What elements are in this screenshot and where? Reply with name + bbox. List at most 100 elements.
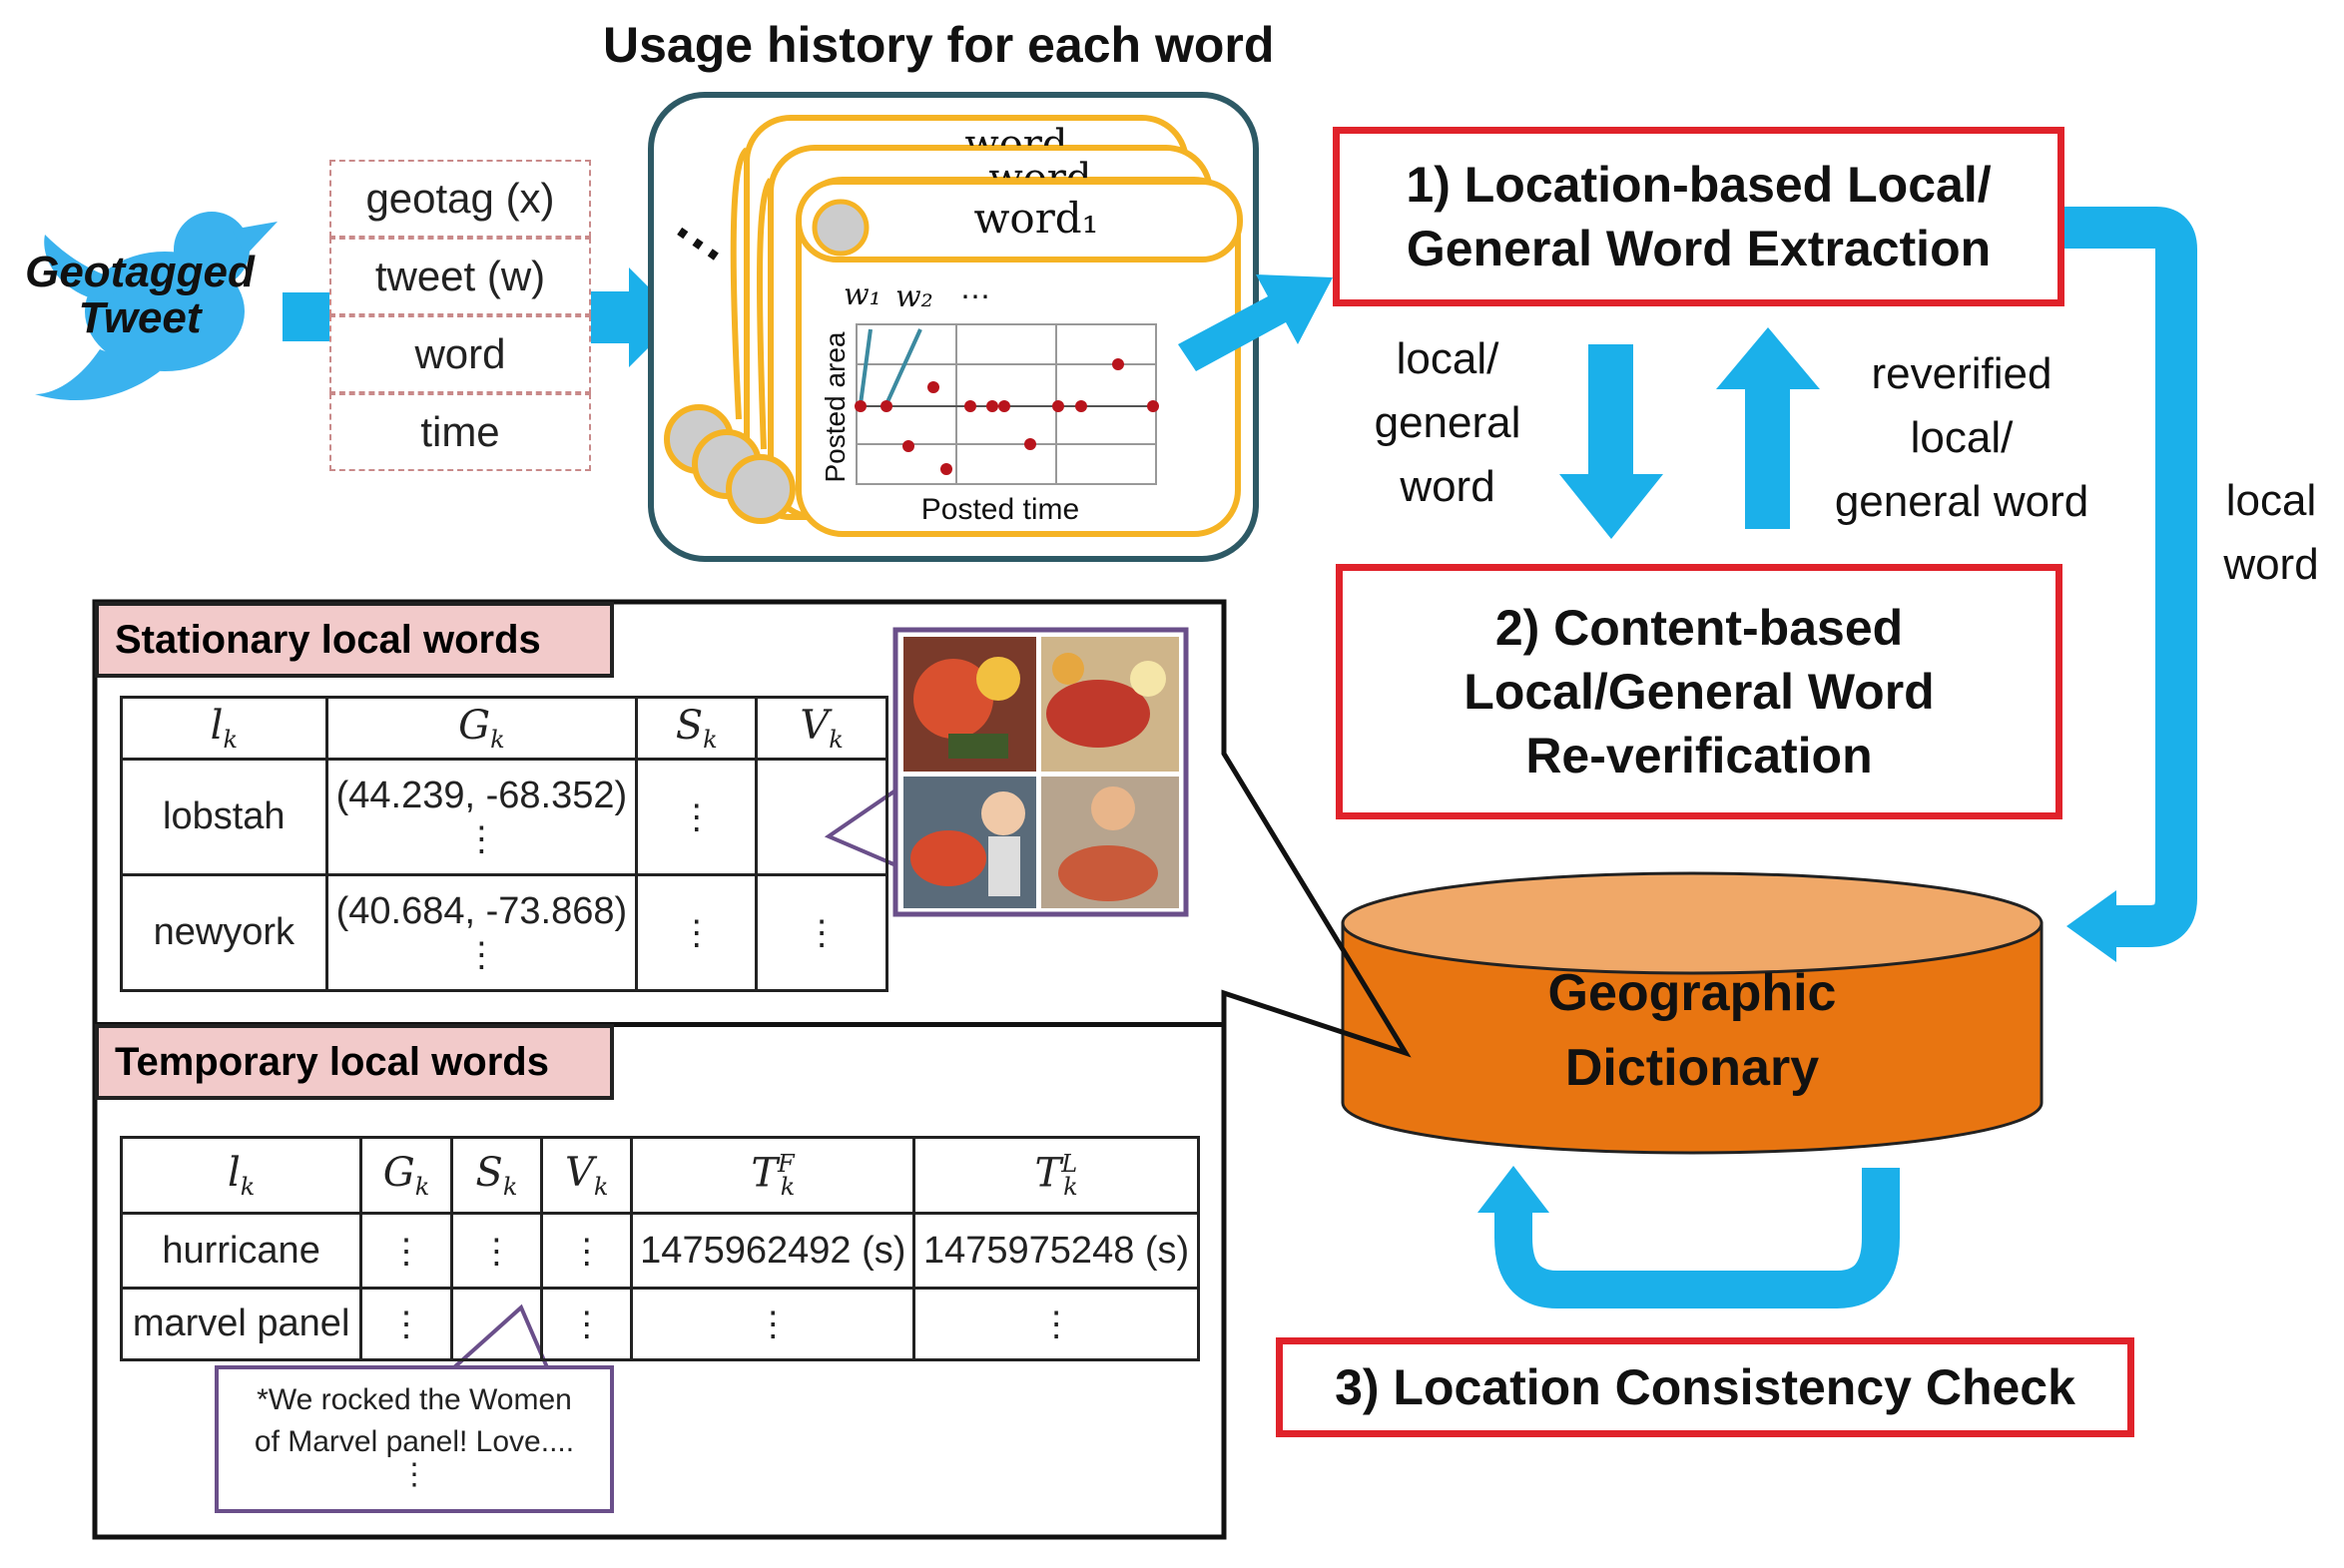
plot-dot <box>1075 400 1087 412</box>
dictionary-contents-frame <box>92 599 1412 1540</box>
temporary-cell-word: marvel panel <box>119 1287 363 1361</box>
geotagged-label-line2: Tweet <box>78 293 202 343</box>
card-label-front: word₁ <box>973 194 1099 243</box>
step3-location-consistency-check: 3) Location Consistency Check <box>1276 1337 2134 1437</box>
scroll-edge-back <box>730 147 750 420</box>
temporary-cell-tf: 1475962492 (s) <box>630 1212 916 1290</box>
geographic-dictionary-cylinder <box>1341 871 2044 1155</box>
scroll-edge-middle <box>756 178 774 450</box>
step1-text: 1) Location-based Local/ General Word Ex… <box>1406 157 1992 276</box>
temporary-cell-tl: 1475975248 (s) <box>912 1212 1200 1290</box>
temporary-cell-v: ⋮ <box>540 1287 634 1361</box>
twitter-bird-icon <box>35 212 278 401</box>
temporary-cell-g: ⋮ <box>359 1212 453 1290</box>
table-row: marvel panel ⋮ ⋮ ⋮ ⋮ <box>119 1287 1200 1361</box>
plot-dot <box>986 400 998 412</box>
stationary-words-table: lk Gk Sk Vk lobstah (44.239, -68.352)⋮ ⋮… <box>120 696 888 992</box>
tweet-callout-text: *We rocked the Women of Marvel panel! Lo… <box>219 1379 610 1491</box>
arrow-label-local-general-word: local/ general word <box>1374 334 1521 511</box>
plot-x-axis-label: Posted time <box>920 493 1080 526</box>
temporary-header-l: lk <box>119 1136 363 1215</box>
arrow-step1-to-dictionary <box>2064 207 2197 947</box>
step3-text: 3) Location Consistency Check <box>1335 1359 2075 1415</box>
plot-more-words: ⋯ <box>960 280 990 313</box>
arrow-tweet-to-fields <box>283 292 329 341</box>
stationary-header-s: Sk <box>635 696 759 761</box>
temporary-cell-tf: ⋮ <box>630 1287 916 1361</box>
stationary-cell-word: lobstah <box>120 758 328 876</box>
stationary-header-v: Vk <box>755 696 888 761</box>
geotagged-tweet-label: Geotagged Tweet <box>20 249 260 343</box>
temporary-cell-word: hurricane <box>119 1212 363 1290</box>
plot-dot <box>927 381 939 393</box>
stationary-header-row: lk Gk Sk Vk <box>120 696 888 761</box>
table-row: hurricane ⋮ ⋮ ⋮ 1475962492 (s) 147597524… <box>119 1212 1200 1290</box>
stationary-header-l: lk <box>120 696 328 761</box>
field-tweet: tweet (w) <box>329 238 591 315</box>
tweet-callout-line3: ⋮ <box>399 1458 429 1491</box>
plot-dot <box>855 400 867 412</box>
stationary-header-g: Gk <box>324 696 639 761</box>
temporary-header-tf: TFk <box>630 1136 916 1215</box>
plot-dot <box>1147 400 1159 412</box>
tweet-callout-box <box>215 1365 614 1513</box>
tweet-callout-line1: *We rocked the Women <box>257 1383 572 1416</box>
temporary-header-g: Gk <box>359 1136 453 1215</box>
temporary-header-tl: TLk <box>912 1136 1200 1215</box>
arrow-step1-to-dictionary-head <box>2066 890 2116 962</box>
tweet-callout-line2: of Marvel panel! Love.... <box>254 1425 575 1458</box>
temporary-cell-v: ⋮ <box>540 1212 634 1290</box>
plot-pointer-lines <box>859 328 922 405</box>
plot-dot <box>880 400 892 412</box>
field-time: time <box>329 393 591 471</box>
plot-y-axis-label: Posted area <box>820 331 851 483</box>
temporary-cell-tl: ⋮ <box>912 1287 1200 1361</box>
plot-dot <box>902 440 914 452</box>
step2-text: 2) Content-based Local/General Word Re-v… <box>1464 600 1935 784</box>
step2-content-based-reverification: 2) Content-based Local/General Word Re-v… <box>1336 564 2062 819</box>
stationary-cell-s: ⋮ <box>635 758 759 876</box>
plot-dots <box>855 358 1159 475</box>
arrow-fields-to-history <box>591 267 679 367</box>
arrow-down-to-step2 <box>1559 344 1663 539</box>
food-photo-collage <box>903 637 1179 908</box>
plot-dot <box>964 400 976 412</box>
arrow-consistency-loop-head <box>1477 1166 1549 1213</box>
plot-dot <box>1112 358 1124 370</box>
arrow-label-reverified-word: reverified local/ general word <box>1834 349 2089 526</box>
plot-dot <box>940 463 952 475</box>
stationary-cell-coord: (44.239, -68.352)⋮ <box>324 758 639 876</box>
plot-w2-label: w₂ <box>895 279 933 314</box>
stationary-cell-coord: (40.684, -73.868)⋮ <box>324 873 639 992</box>
temporary-cell-g: ⋮ <box>359 1287 453 1361</box>
table-row: newyork (40.684, -73.868)⋮ ⋮ ⋮ <box>120 873 888 992</box>
stationary-cell-word: newyork <box>120 873 328 992</box>
geographic-dictionary-label: Geographic Dictionary <box>1547 964 1837 1098</box>
temporary-header-s: Sk <box>449 1136 544 1215</box>
stationary-local-words-tag: Stationary local words <box>95 602 614 678</box>
temporary-header-v: Vk <box>540 1136 634 1215</box>
plot-dot <box>1052 400 1064 412</box>
plot-w1-label: w₁ <box>844 277 881 312</box>
section-divider <box>95 1022 1224 1027</box>
card-label-back: word <box>964 122 1068 168</box>
temporary-local-words-tag: Temporary local words <box>95 1024 614 1100</box>
arrow-up-to-step1 <box>1716 327 1820 529</box>
temporary-cell-s <box>449 1287 544 1361</box>
arrow-label-local-word: local word <box>2223 476 2319 589</box>
stationary-cell-s: ⋮ <box>635 873 759 992</box>
plot-dot <box>1024 438 1036 450</box>
usage-history-title: Usage history for each word <box>603 17 1275 73</box>
temporary-words-table: lk Gk Sk Vk TFk TLk hurricane ⋮ ⋮ ⋮ 1475… <box>119 1136 1200 1361</box>
table-row: lobstah (44.239, -68.352)⋮ ⋮ <box>120 758 888 876</box>
arrow-consistency-loop <box>1494 1168 1900 1308</box>
plot-dot <box>998 400 1010 412</box>
temporary-header-row: lk Gk Sk Vk TFk TLk <box>119 1136 1200 1215</box>
arrow-history-to-step1 <box>1178 274 1333 371</box>
field-geotag: geotag (x) <box>329 160 591 238</box>
temporary-cell-s: ⋮ <box>449 1212 544 1290</box>
stationary-cell-v: ⋮ <box>755 873 888 992</box>
field-word: word <box>329 315 591 393</box>
